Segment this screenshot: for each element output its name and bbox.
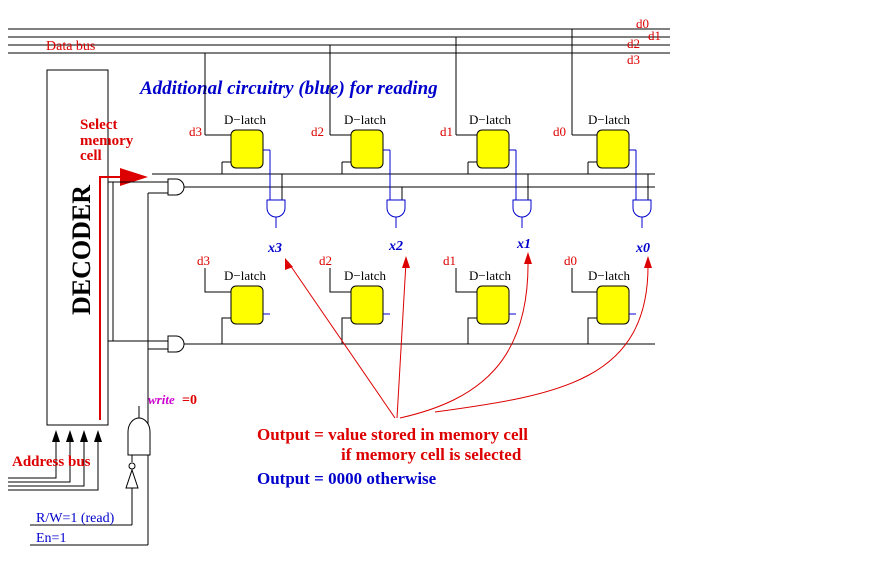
output-x0: x0 [635, 241, 650, 256]
decoder-label: DECODER [67, 185, 96, 315]
select-label-1: Select [80, 117, 117, 133]
bus-label-d0: d0 [636, 16, 649, 31]
read-gate-x3 [266, 150, 286, 228]
bus-label-d2: d2 [627, 36, 640, 51]
svg-text:d0: d0 [553, 124, 566, 139]
annotation-line3: Output = 0000 otherwise [257, 469, 437, 488]
latch-r1-c0: D−latch d0 [553, 29, 636, 174]
addr-arrow-2-icon [80, 430, 88, 442]
svg-text:D−latch: D−latch [588, 268, 630, 283]
latch-r2-c2: D−latch d2 [319, 253, 390, 344]
select-label-2: memory [80, 133, 134, 149]
svg-text:d0: d0 [564, 253, 577, 268]
addr-arrow-0-icon [52, 430, 60, 442]
svg-text:D−latch: D−latch [344, 268, 386, 283]
arrow-head-x1-icon [524, 252, 532, 264]
select-label-3: cell [80, 148, 102, 164]
bus-label-d3: d3 [627, 52, 640, 67]
data-bus-label: Data bus [46, 39, 95, 54]
write-value: =0 [182, 393, 197, 408]
rw-label: R/W=1 (read) [36, 511, 115, 526]
en-label: En=1 [36, 531, 66, 546]
read-gate-x0 [632, 150, 652, 228]
address-bus [8, 432, 99, 491]
not-gate [125, 462, 139, 525]
annotation-line1: Output = value stored in memory cell [257, 425, 528, 444]
svg-text:d2: d2 [319, 253, 332, 268]
arrow-head-x0-icon [644, 256, 652, 268]
svg-text:d2: d2 [311, 124, 324, 139]
addr-arrow-1-icon [66, 430, 74, 442]
arrow-head-x3-icon [285, 258, 293, 270]
output-x2: x2 [388, 239, 403, 254]
write-and-gate [127, 417, 151, 456]
data-bus [8, 28, 670, 54]
latch-r2-c3: D−latch d3 [197, 253, 270, 344]
svg-text:d3: d3 [189, 124, 202, 139]
annotation-line2: if memory cell is selected [341, 445, 522, 464]
latch-r2-c0: D−latch d0 [564, 253, 636, 344]
output-x3: x3 [267, 241, 282, 256]
output-x1: x1 [516, 237, 531, 252]
row1-and-gate [167, 178, 185, 196]
write-label: write [148, 392, 175, 407]
latch-r2-c1: D−latch d1 [443, 253, 516, 344]
svg-text:D−latch: D−latch [588, 112, 630, 127]
read-gate-x2 [386, 150, 406, 228]
annotation-arrows [287, 257, 649, 419]
latch-r1-c1: D−latch d1 [440, 37, 516, 174]
row2: D−latch d3 D−latch d2 D−latch d1 D−latch… [197, 253, 636, 344]
diagram-title: Additional circuitry (blue) for reading [139, 78, 438, 99]
svg-text:d3: d3 [197, 253, 210, 268]
svg-text:d1: d1 [440, 124, 453, 139]
svg-text:d1: d1 [443, 253, 456, 268]
select-arrow-icon [120, 168, 148, 186]
svg-text:D−latch: D−latch [224, 268, 266, 283]
row2-and-gate [167, 335, 185, 353]
read-gate-x1 [512, 150, 532, 228]
svg-text:D−latch: D−latch [469, 112, 511, 127]
read-gates [266, 150, 652, 228]
latch-r1-c3: D−latch d3 [189, 53, 270, 174]
address-bus-label: Address bus [12, 454, 91, 470]
svg-text:D−latch: D−latch [224, 112, 266, 127]
latch-r1-c2: D−latch d2 [311, 45, 390, 174]
decoder-outputs [108, 181, 170, 342]
bus-label-d1: d1 [648, 28, 661, 43]
decoder-block [46, 69, 109, 426]
svg-text:D−latch: D−latch [469, 268, 511, 283]
svg-text:D−latch: D−latch [344, 112, 386, 127]
addr-arrow-3-icon [94, 430, 102, 442]
arrow-head-x2-icon [402, 256, 410, 268]
row1: D−latch d3 D−latch d2 D−latch d1 [189, 29, 636, 174]
